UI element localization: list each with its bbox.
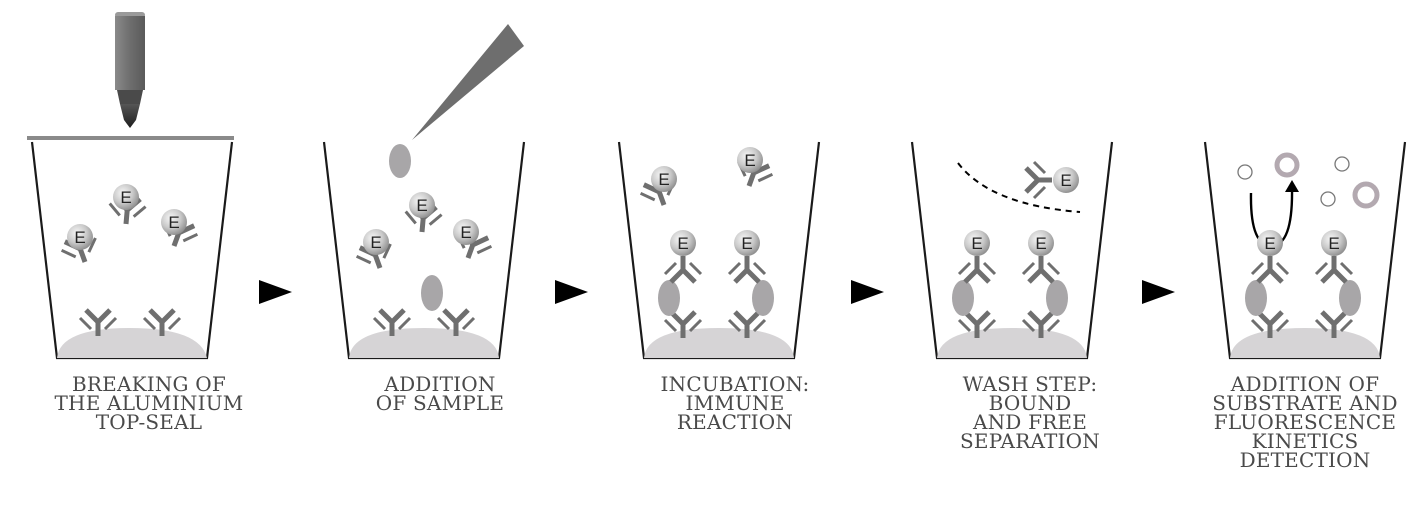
svg-text:E: E [658, 170, 669, 189]
svg-text:E: E [1035, 234, 1046, 253]
well-2: E E E [324, 24, 524, 358]
step-5-caption: ADDITION OF SUBSTRATE AND FLUORESCENCE K… [1195, 375, 1411, 470]
fluorescent-ring [1277, 155, 1297, 175]
fluorescent-ring [1355, 184, 1377, 206]
sandwich-complex: E [1316, 230, 1361, 338]
svg-text:E: E [1264, 234, 1275, 253]
svg-text:E: E [677, 234, 688, 253]
enzyme-conjugate: E [108, 184, 146, 226]
pen-icon [115, 12, 145, 128]
svg-text:E: E [168, 213, 179, 232]
well-bottom [349, 328, 499, 358]
arrow-icon [259, 280, 292, 304]
sample-drop [389, 144, 411, 178]
svg-text:E: E [971, 234, 982, 253]
well-outline [1205, 142, 1405, 358]
svg-text:E: E [416, 196, 427, 215]
well-5: E E [1205, 142, 1405, 358]
well-outline [324, 142, 524, 358]
sandwich-complex: E [952, 230, 995, 338]
enzyme-conjugate: E [404, 192, 442, 234]
well-bottom [1230, 328, 1380, 358]
pipette-icon [412, 24, 524, 140]
enzyme-conjugate: E [451, 219, 494, 264]
arrowhead-icon [1285, 180, 1299, 192]
svg-text:E: E [460, 223, 471, 242]
step-4-caption: WASH STEP: BOUND AND FREE SEPARATION [920, 375, 1140, 451]
well-4: E E E [912, 142, 1112, 358]
step-2-caption: ADDITION OF SAMPLE [330, 375, 550, 413]
well-outline [912, 142, 1112, 358]
substrate-ring [1321, 192, 1335, 206]
well-bottom [937, 328, 1087, 358]
sandwich-complex: E [658, 230, 701, 338]
svg-text:E: E [120, 188, 131, 207]
antigen [421, 275, 443, 311]
svg-text:E: E [1060, 171, 1071, 190]
sandwich-complex: E [1023, 230, 1068, 338]
svg-text:E: E [1328, 234, 1339, 253]
well-3: E E E E [619, 142, 819, 358]
step-1-caption: BREAKING OF THE ALUMINIUM TOP-SEAL [39, 375, 259, 432]
enzyme-conjugate: E [732, 147, 775, 192]
arrow-icon [1142, 280, 1175, 304]
sandwich-complex: E [1245, 230, 1288, 338]
svg-text:E: E [744, 151, 755, 170]
well-outline [619, 142, 819, 358]
enzyme-conjugate: E [638, 166, 681, 211]
svg-text:E: E [74, 228, 85, 247]
enzyme-conjugate: E [1026, 162, 1079, 198]
substrate-ring [1238, 165, 1252, 179]
enzyme-conjugate: E [157, 209, 200, 252]
well-bottom [57, 328, 207, 358]
enzyme-conjugate: E [59, 224, 102, 268]
step-3-caption: INCUBATION: IMMUNE REACTION [625, 375, 845, 432]
well-1: E E E [27, 12, 234, 358]
well-bottom [644, 328, 794, 358]
svg-text:E: E [370, 233, 381, 252]
svg-text:E: E [741, 234, 752, 253]
enzyme-conjugate: E [354, 229, 397, 274]
arrow-icon [555, 280, 588, 304]
arrow-icon [851, 280, 884, 304]
sandwich-complex: E [729, 230, 774, 338]
substrate-ring [1335, 157, 1349, 171]
